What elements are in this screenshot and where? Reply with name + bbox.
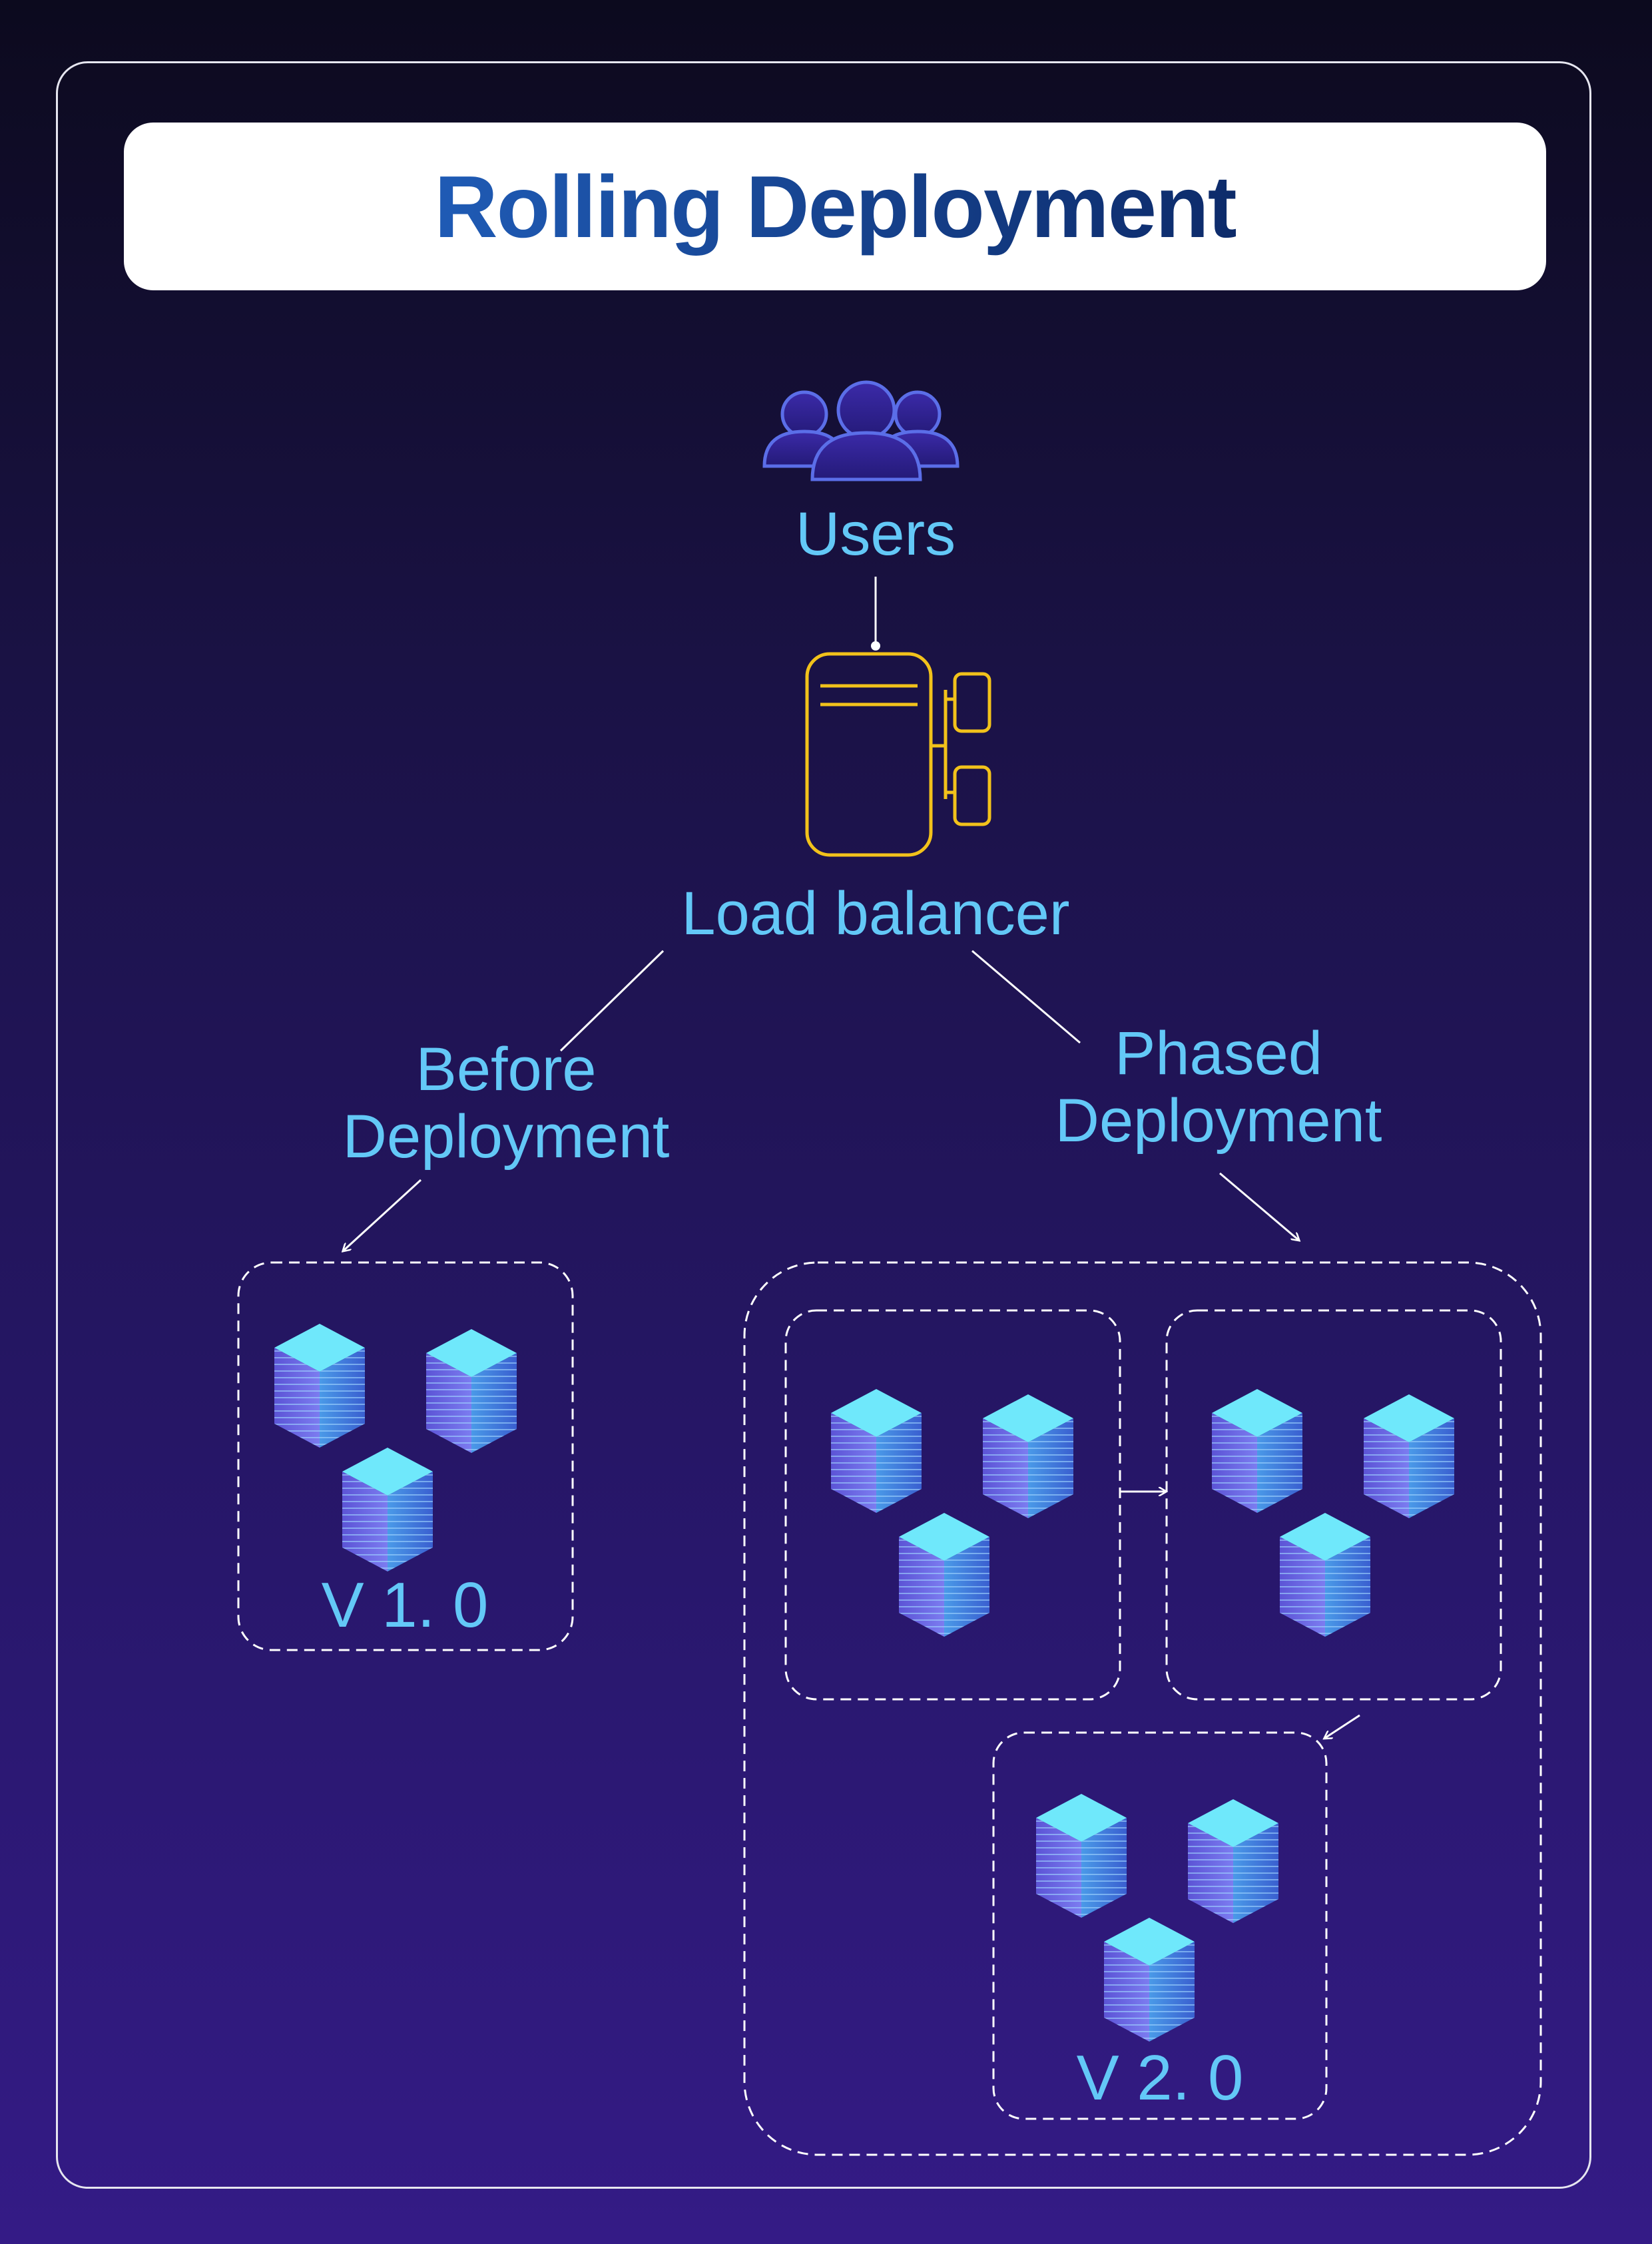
arrow-to-phased [1219,1172,1298,1240]
arrow-phase-2-to-3 [1325,1714,1360,1738]
title-bar: Rolling Deployment [124,123,1546,290]
phase-1-box [784,1309,1121,1701]
version-new-label: V 2. 0 [1076,2042,1244,2113]
server-cube-icon [426,1329,517,1453]
server-cube-icon [899,1513,989,1637]
version-old-label: V 1. 0 [321,1569,489,1641]
server-cube-icon [1364,1394,1454,1518]
server-cube-icon [274,1324,365,1448]
phase-2-box [1165,1309,1502,1701]
connector-lb-phased [971,950,1081,1044]
server-cube-icon [1104,1918,1195,2042]
load-balancer-icon [805,652,991,857]
phased-group-box [743,1261,1542,2156]
server-cube-icon [831,1389,922,1513]
server-cube-icon [983,1394,1073,1518]
load-balancer-label: Load balancer [681,880,1070,948]
arrow-to-v1 [344,1179,422,1251]
server-cube-icon [1280,1513,1370,1637]
connector-dot [871,641,880,651]
server-cube-icon [342,1448,433,1571]
server-cube-icon [1036,1794,1127,1918]
phased-deployment-label: Phased Deployment [1055,1019,1382,1155]
users-icon [762,380,960,481]
diagram-frame [56,61,1591,2189]
server-cube-icon [1188,1799,1278,1923]
before-deployment-label: Before Deployment [342,1035,670,1171]
server-cube-icon [1212,1389,1302,1513]
diagram-title: Rolling Deployment [434,157,1237,256]
connector-lb-before [559,950,665,1052]
users-label: Users [795,500,956,568]
